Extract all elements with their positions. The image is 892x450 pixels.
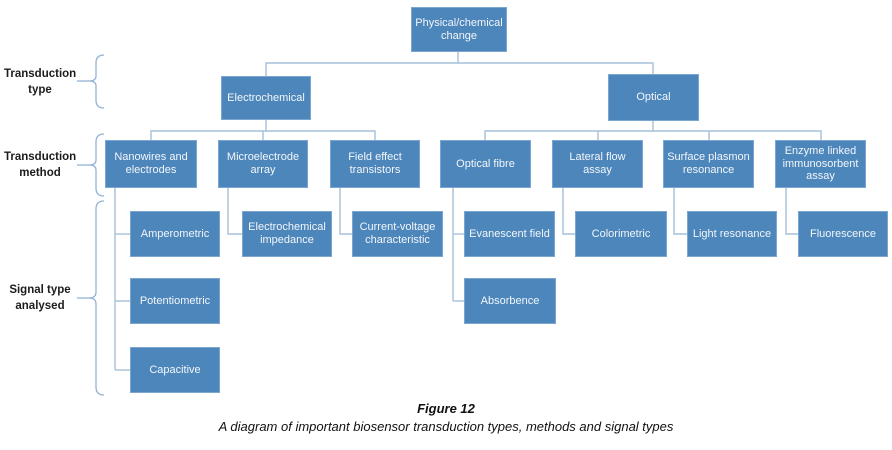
node-evanescent-field: Evanescent field bbox=[464, 211, 555, 257]
node-lateral-flow-assay: Lateral flow assay bbox=[552, 140, 643, 188]
node-electrochemical-impedance: Electrochemical impedance bbox=[242, 211, 332, 257]
node-enzyme-linked-immunosorbent-assay: Enzyme linked immunosorbent assay bbox=[775, 140, 866, 188]
node-physical-chemical-change: Physical/chemical change bbox=[411, 7, 507, 52]
node-capacitive: Capacitive bbox=[130, 347, 220, 393]
row-label-transduction-method: Transduction method bbox=[4, 151, 77, 179]
row-braces bbox=[77, 54, 105, 396]
node-optical: Optical bbox=[608, 74, 699, 121]
node-light-resonance: Light resonance bbox=[687, 211, 777, 257]
figure-caption-title: Figure 12 bbox=[417, 401, 475, 416]
node-amperometric: Amperometric bbox=[130, 211, 220, 257]
row-label-signal-type: Signal type analysed bbox=[9, 284, 71, 312]
node-current-voltage-characteristic: Current-voltage characteristic bbox=[352, 211, 443, 257]
node-field-effect-transistors: Field effect transistors bbox=[330, 140, 420, 188]
node-absorbence: Absorbence bbox=[464, 278, 556, 324]
node-optical-fibre: Optical fibre bbox=[440, 140, 531, 188]
node-electrochemical: Electrochemical bbox=[221, 76, 311, 120]
node-colorimetric: Colorimetric bbox=[575, 211, 667, 257]
node-fluorescence: Fluorescence bbox=[798, 211, 888, 257]
node-microelectrode-array: Microelectrode array bbox=[218, 140, 308, 188]
node-nanowires-and-electrodes: Nanowires and electrodes bbox=[105, 140, 197, 188]
figure-caption-subtitle: A diagram of important biosensor transdu… bbox=[218, 419, 674, 434]
row-label-transduction-type: Transduction type bbox=[4, 68, 77, 96]
node-surface-plasmon-resonance: Surface plasmon resonance bbox=[663, 140, 754, 188]
node-potentiometric: Potentiometric bbox=[130, 278, 220, 324]
